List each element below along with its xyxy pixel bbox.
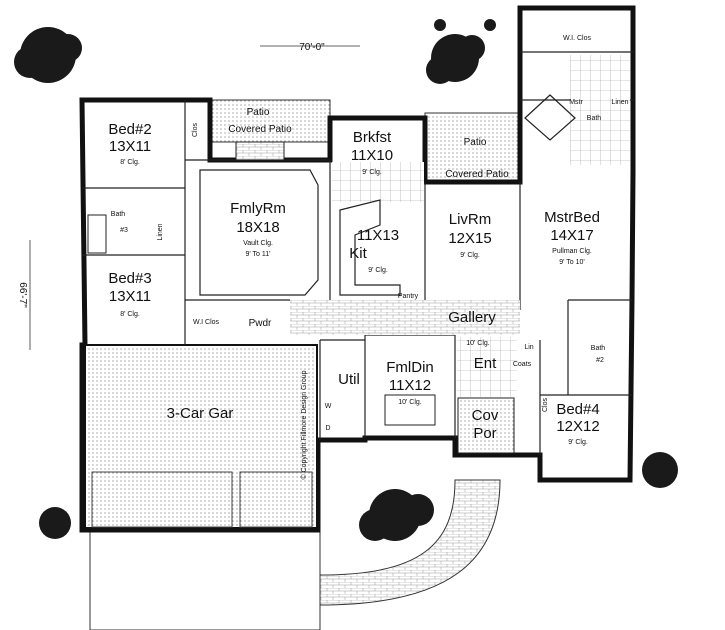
bed2-name: Bed#2 xyxy=(108,121,151,138)
bath3-label-b: #3 xyxy=(120,227,128,234)
fireplace xyxy=(235,141,285,161)
garage-door-2 xyxy=(239,471,313,528)
gallery-floor xyxy=(290,300,520,335)
covered-patio-right-label: Covered Patio xyxy=(445,169,509,180)
bath3-label-a: Bath xyxy=(111,211,126,218)
clos-bed4-label: Clos xyxy=(542,398,549,413)
entry-name: Ent xyxy=(474,355,497,372)
patio-left-label: Patio xyxy=(247,107,270,118)
entry-floor xyxy=(457,337,517,397)
pwdr-label: Pwdr xyxy=(249,318,272,329)
family-room-clg2: 9' To 11' xyxy=(246,251,271,258)
covered-porch-line1: Cov xyxy=(472,407,499,424)
tree-front-left xyxy=(39,507,71,539)
bath2-label-a: Bath xyxy=(591,345,606,352)
bed3-clg: 8' Clg. xyxy=(120,311,140,318)
covered-patio-left-label: Covered Patio xyxy=(228,124,292,135)
front-walk xyxy=(319,479,501,606)
living-room-name: LivRm xyxy=(449,211,492,228)
family-room-name: FmlyRm xyxy=(230,200,286,217)
mstr-label: Mstr xyxy=(569,99,583,106)
breakfast-size: 11X10 xyxy=(351,147,393,164)
garage-door-1 xyxy=(91,471,233,528)
gallery-name: Gallery xyxy=(448,309,496,326)
master-bath-floor xyxy=(570,55,630,165)
breakfast-clg: 9' Clg. xyxy=(362,169,382,176)
tree-top-left xyxy=(14,27,82,83)
family-room-clg1: Vault Clg. xyxy=(243,240,273,247)
driveway xyxy=(89,529,321,630)
bed2-clg: 8' Clg. xyxy=(120,159,140,166)
master-bed-clg1: Pullman Clg. xyxy=(552,248,592,255)
width-dimension: 70'-0" xyxy=(299,42,325,53)
master-bath-label: Bath xyxy=(587,115,602,122)
dining-table xyxy=(384,394,436,426)
bed4-clg: 9' Clg. xyxy=(568,439,588,446)
living-room-size: 12X15 xyxy=(448,230,491,247)
washer-label: W xyxy=(325,403,332,410)
living-room-clg: 9' Clg. xyxy=(460,252,480,259)
tree-front-right xyxy=(642,452,678,488)
breakfast-floor xyxy=(332,162,424,202)
dining-size: 11X12 xyxy=(389,377,431,394)
patio-left-area xyxy=(209,99,331,143)
bed4-name: Bed#4 xyxy=(556,401,599,418)
master-bed-clg2: 9' To 10' xyxy=(559,259,585,266)
breakfast-name: Brkfst xyxy=(353,129,392,146)
wi-clos-family-label: W.I Clos xyxy=(193,319,220,326)
bed3-name: Bed#3 xyxy=(108,270,151,287)
gallery-clg: 10' Clg. xyxy=(466,340,490,347)
clos-bed2-label: Clos xyxy=(192,123,199,138)
master-bed-name: MstrBed xyxy=(544,209,600,226)
coats-label: Coats xyxy=(513,361,532,368)
tree-top-middle xyxy=(426,34,485,84)
covered-porch-line2: Por xyxy=(473,425,496,442)
utility-name: Util xyxy=(338,371,360,388)
depth-dimension: 66'-7" xyxy=(17,282,28,308)
pantry-label: Pantry xyxy=(398,293,419,300)
tree-front-center xyxy=(359,489,434,541)
bed2-size: 13X11 xyxy=(109,138,151,155)
dryer-label: D xyxy=(325,425,330,432)
bed3-size: 13X11 xyxy=(109,288,151,305)
master-tub xyxy=(524,94,576,141)
bath2-label-b: #2 xyxy=(596,357,604,364)
dining-name: FmlDin xyxy=(386,359,434,376)
kitchen-counter xyxy=(339,199,401,296)
linen-bed3-label: Linen xyxy=(157,223,164,240)
wi-clos-top-label: W.I. Clos xyxy=(563,35,592,42)
garage-name: 3-Car Gar xyxy=(167,405,234,422)
kitchen-clg: 9' Clg. xyxy=(368,267,388,274)
family-room-size: 18X18 xyxy=(236,219,279,236)
garage-area xyxy=(84,344,318,529)
master-linen-label: Linen xyxy=(611,99,628,106)
master-bed-size: 14X17 xyxy=(550,227,593,244)
dining-clg: 10' Clg. xyxy=(398,399,422,406)
tree-top-right-small xyxy=(434,19,496,31)
bed4-size: 12X12 xyxy=(556,418,599,435)
covered-porch xyxy=(457,397,515,454)
patio-right-label: Patio xyxy=(464,137,487,148)
bath3-tub xyxy=(87,214,107,254)
kitchen-name: Kit xyxy=(349,245,367,262)
kitchen-size: 11X13 xyxy=(357,227,399,244)
lin-label: Lin xyxy=(524,344,533,351)
copyright-text: © Copyright Fillmore Design Group xyxy=(300,370,308,479)
